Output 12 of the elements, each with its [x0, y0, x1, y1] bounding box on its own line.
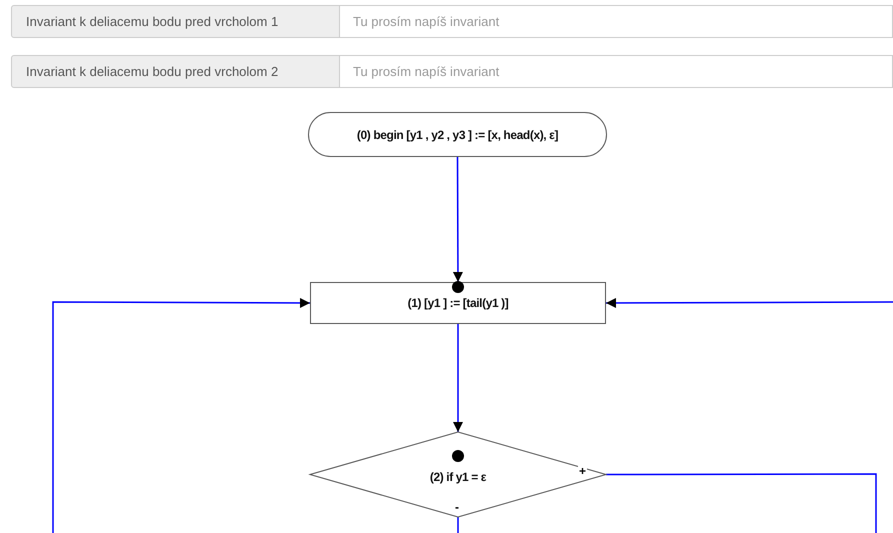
input-field: Tu prosím napíš invariant	[340, 5, 893, 38]
flow-arrow	[606, 298, 893, 308]
input-field: Tu prosím napíš invariant	[340, 55, 893, 88]
edge-label: +	[578, 466, 588, 476]
flow-arrow	[52, 298, 310, 533]
flow-arrow	[452, 157, 463, 282]
field-label: Invariant k deliacemu bodu pred vrcholom 1	[11, 5, 340, 38]
node-text: (1) [y1 ] := [tail(y1 )]	[408, 296, 508, 310]
field-label: Invariant k deliacemu bodu pred vrcholom 2	[11, 55, 340, 88]
node-text: (2) if y1 = ε	[430, 470, 486, 484]
flow-arrow	[453, 324, 463, 432]
node-text: (0) begin [y1 , y2 , y3 ] := [x, head(x), ε]	[356, 128, 558, 142]
